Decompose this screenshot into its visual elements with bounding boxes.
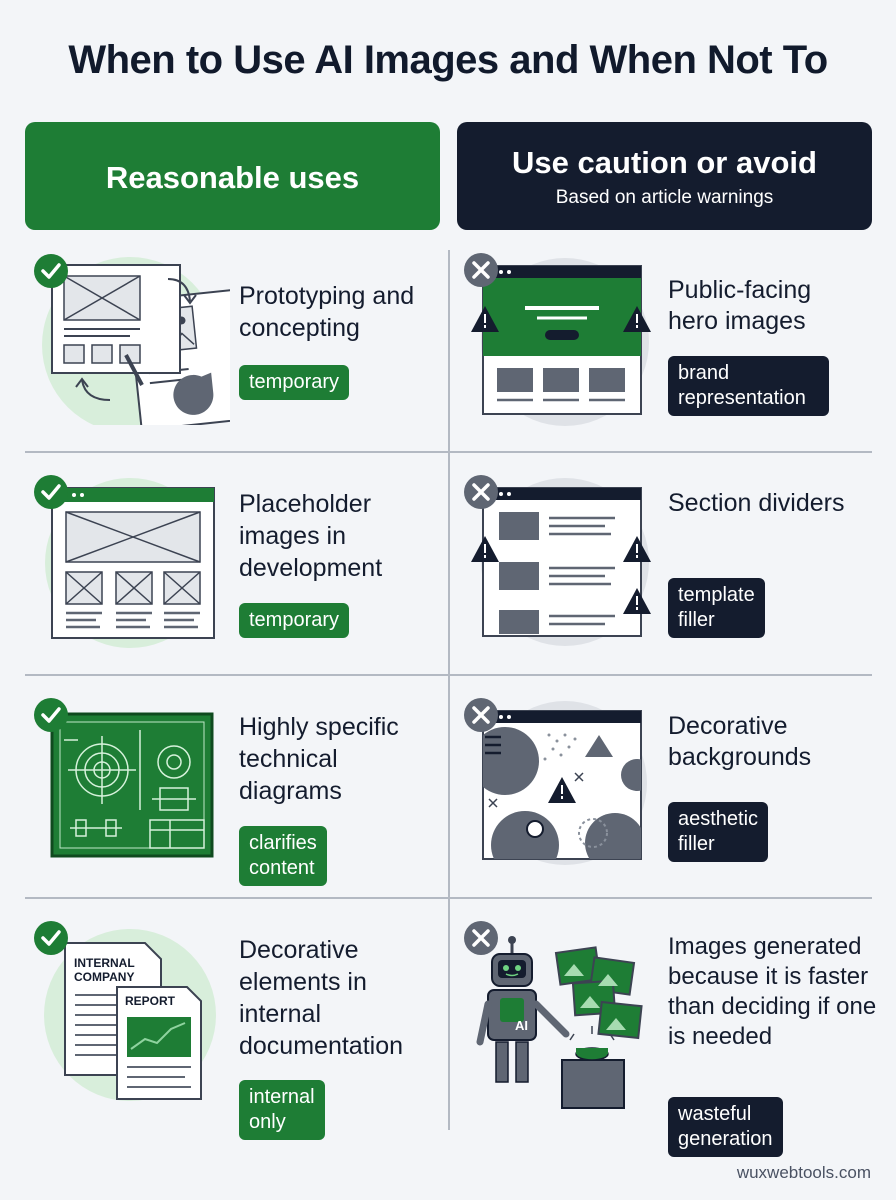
x-icon bbox=[464, 475, 498, 509]
placeholder-illustration bbox=[45, 478, 215, 648]
footer-credit: wuxwebtools.com bbox=[736, 1163, 871, 1182]
row-divider bbox=[25, 897, 872, 899]
item-tag: aesthetic filler bbox=[668, 802, 769, 862]
item-label: Decorative backgrounds bbox=[668, 712, 812, 771]
caution-title: Use caution or avoid bbox=[512, 145, 817, 180]
robot-generating-illustration bbox=[476, 936, 643, 1109]
check-icon bbox=[34, 921, 68, 955]
page-title: When to Use AI Images and When Not To bbox=[68, 38, 828, 82]
blueprint-illustration bbox=[50, 712, 214, 858]
item-tag: brand representation bbox=[668, 356, 829, 416]
item-label: Highly specific technical diagrams bbox=[239, 713, 399, 805]
item-label: Placeholder images in development bbox=[239, 490, 383, 582]
internal-company-doc-title: INTERNAL COMPANY bbox=[74, 956, 135, 984]
row-divider bbox=[25, 451, 872, 453]
reasonable-uses-header: Reasonable uses bbox=[25, 122, 440, 230]
item-tag: clarifies content bbox=[239, 826, 327, 886]
item-tag: temporary bbox=[239, 603, 350, 638]
section-dividers-illustration bbox=[471, 478, 651, 646]
documents-illustration bbox=[44, 929, 216, 1101]
item-label: Decorative elements in internal document… bbox=[239, 936, 404, 1060]
hero-page-illustration bbox=[471, 258, 651, 426]
prototyping-illustration bbox=[42, 257, 230, 425]
report-doc-title: REPORT bbox=[125, 994, 176, 1008]
row-divider bbox=[25, 674, 872, 676]
caution-subtitle: Based on article warnings bbox=[555, 187, 774, 208]
item-label: Images generated because it is faster th… bbox=[668, 933, 877, 1050]
item-label: Section dividers bbox=[668, 489, 845, 517]
column-divider bbox=[448, 250, 450, 1130]
item-tag: template filler bbox=[668, 578, 765, 638]
robot-ai-badge: AI bbox=[515, 1018, 528, 1033]
x-icon bbox=[464, 698, 498, 732]
item-tag: internal only bbox=[239, 1080, 325, 1140]
item-label: Prototyping and concepting bbox=[239, 282, 415, 342]
caution-header: Use caution or avoid Based on article wa… bbox=[457, 122, 872, 230]
x-icon bbox=[464, 253, 498, 287]
item-label: Public-facing hero images bbox=[668, 276, 812, 335]
check-icon bbox=[34, 254, 68, 288]
check-icon bbox=[34, 698, 68, 732]
reasonable-uses-title: Reasonable uses bbox=[105, 160, 360, 195]
x-icon bbox=[464, 921, 498, 955]
decorative-background-illustration bbox=[482, 701, 647, 865]
item-tag: wasteful generation bbox=[668, 1097, 783, 1157]
item-tag: temporary bbox=[239, 365, 350, 400]
check-icon bbox=[34, 475, 68, 509]
